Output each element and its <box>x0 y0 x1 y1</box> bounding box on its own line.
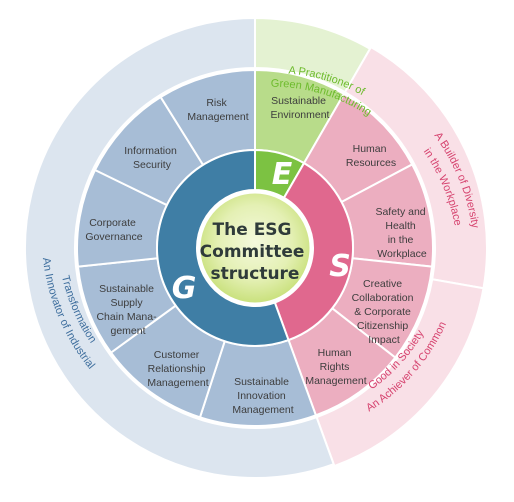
segment-sustainable-environment: Sustainable Environment <box>271 95 330 121</box>
segment-sustainable-innovation-management: Sustainable Innovation Management <box>232 376 293 416</box>
segment-safety-health-workplace: Safety and Health in the Workplace <box>375 206 428 260</box>
segment-creative-collaboration: Creative Collaboration & Corporate Citiz… <box>352 278 417 346</box>
pillar-s-letter: S <box>329 249 351 284</box>
segment-information-security: Information Security <box>124 145 179 171</box>
center-circle <box>197 190 313 306</box>
pillar-s-band <box>273 161 354 342</box>
segment-human-resources: Human Resources <box>346 143 396 169</box>
pillar-g-letter: G <box>172 271 197 306</box>
outer-band-s-achiever <box>315 278 485 468</box>
segment-ring <box>76 68 434 427</box>
center-line-3: structure <box>211 264 300 284</box>
pillar-e-letter: E <box>272 157 293 192</box>
outer-band-g <box>24 16 335 479</box>
segment-risk-management: Risk Management <box>187 97 248 123</box>
segment-corporate-governance: Corporate Governance <box>85 217 142 243</box>
pillar-ring <box>156 148 354 347</box>
segment-customer-relationship-management: Customer Relationship Management <box>147 349 208 389</box>
outer-bands <box>24 16 488 479</box>
center-title: The ESG Committee structure <box>200 220 311 284</box>
center-line-2: Committee <box>200 242 305 262</box>
segment-human-rights-management: Human Rights Management <box>305 347 366 387</box>
segment-sustainable-supply-chain-management: Sustainable Supply Chain Mana- gement <box>96 283 159 337</box>
center-line-1: The ESG <box>213 220 292 240</box>
pillar-g-band <box>156 148 290 347</box>
